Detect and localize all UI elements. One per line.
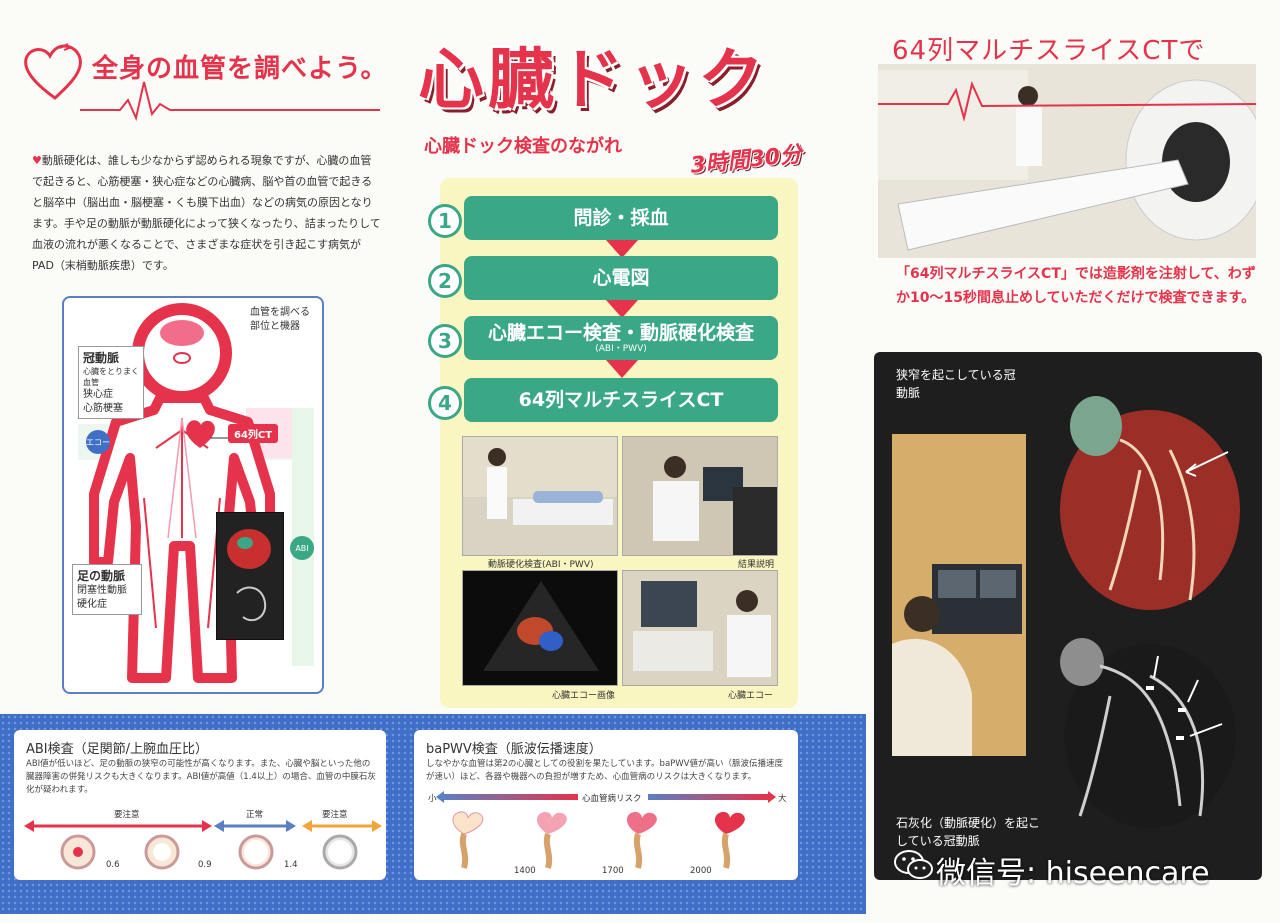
- pwv-title: baPWV検査（脈波伝播速度）: [426, 742, 602, 757]
- step-1-label: 問診・採血: [573, 207, 669, 229]
- main-title: 心臓ドック: [418, 41, 768, 118]
- abi-zone-left: 要注意: [114, 810, 140, 820]
- leg-artery-title: 足の動脈: [77, 569, 126, 583]
- intro-paragraph: ♥動脈硬化は、誰しも少なからず認められる現象ですが、心臓の血管で起きると、心筋梗…: [32, 150, 382, 276]
- ct-workstation-photo: [892, 434, 1026, 756]
- pwv-risk-large: 大: [778, 794, 787, 804]
- echo-tag: エコー: [86, 430, 110, 454]
- flow-subtitle: 心臓ドック検査のながれ: [424, 136, 622, 157]
- ecg-line-icon: [80, 81, 380, 122]
- pwv-card: baPWV検査（脈波伝播速度） しなやかな血管は第2の心臓としての役割を果たして…: [414, 730, 798, 880]
- leg-artery-label: 足の動脈 閉塞性動脈 硬化症: [72, 564, 142, 615]
- photo-result-explain: [622, 436, 778, 556]
- stenosis-label: 狭窄を起こしている冠動脈: [896, 368, 1016, 400]
- left-section-title: 全身の血管を調べよう。: [92, 54, 388, 84]
- step-2-bar: 心電図: [464, 256, 778, 300]
- photo-caption-4: 心臓エコー: [728, 691, 774, 701]
- step-arrow-icon: [606, 240, 638, 258]
- step-4-bar: 64列マルチスライスCT: [464, 378, 778, 422]
- ct-description: 「64列マルチスライスCT」では造影剤を注射して、わずか10〜15秒間息止めして…: [896, 266, 1256, 306]
- panel-header: 血管を調べる部位と機器: [250, 307, 310, 332]
- photo-echo-image: [462, 570, 618, 686]
- heart-ct-thumbnail: [216, 512, 284, 640]
- coronary-diseases: 狭心症 心筋梗塞: [83, 389, 123, 414]
- photo-caption-1: 動脈硬化検査(ABI・PWV): [488, 560, 594, 570]
- calcification-label: 石灰化（動脈硬化）を起こしている冠動脈: [896, 816, 1041, 848]
- body-diagram-panel: 血管を調べる部位と機器 冠動脈 心臓をとりまく血管 狭心症 心筋梗塞 エコー 6…: [62, 296, 324, 694]
- abi-title: ABI検査（足関節/上腕血圧比）: [26, 742, 209, 757]
- pwv-scale-graphic: [436, 791, 776, 869]
- heart-bullet-icon: ♥: [32, 154, 42, 167]
- duration-badge: 3時間30分: [689, 142, 804, 179]
- step-2-label: 心電図: [592, 267, 650, 289]
- pwv-risk-label: 心血管病リスク: [582, 794, 642, 804]
- pwv-tick-3: 2000: [690, 866, 712, 876]
- abi-zone-mid: 正常: [246, 810, 264, 820]
- step-3-sub: (ABI・PWV): [595, 344, 647, 354]
- ct-tag: 64列CT: [228, 424, 279, 443]
- watermark-text: 微信号: hiseencare: [936, 856, 1210, 891]
- step-arrow-icon: [606, 300, 638, 318]
- step-arrow-icon: [606, 360, 638, 378]
- ct-image-panel: 狭窄を起こしている冠動脈 石灰化（動脈硬化）を起こしている冠動脈: [874, 352, 1262, 880]
- coronary-title: 冠動脈: [83, 351, 120, 365]
- step-1-bar: 問診・採血: [464, 196, 778, 240]
- step-3-label: 心臓エコー検査・動脈硬化検査: [487, 322, 754, 344]
- wechat-logo-icon: [894, 850, 933, 879]
- abi-tick-3: 1.4: [284, 860, 298, 870]
- step-3-bar: 心臓エコー検査・動脈硬化検査 (ABI・PWV): [464, 316, 778, 360]
- pwv-text: しなやかな血管は第2の心臓としての役割を果たしています。baPWV値が高い（脈波…: [426, 759, 784, 782]
- step-number-2: 2: [428, 264, 462, 298]
- step-number-4: 4: [428, 386, 462, 420]
- heart-logo-icon: [24, 43, 82, 100]
- step-number-1: 1: [428, 204, 462, 238]
- step-number-3: 3: [428, 324, 462, 358]
- intro-text: 動脈硬化は、誰しも少なからず認められる現象ですが、心臓の血管で起きると、心筋梗塞…: [32, 154, 381, 272]
- pwv-tick-2: 1700: [602, 866, 624, 876]
- abi-zone-right: 要注意: [322, 810, 348, 820]
- ct-scanner-photo: [878, 64, 1256, 258]
- coronary-label: 冠動脈 心臓をとりまく血管 狭心症 心筋梗塞: [78, 346, 144, 419]
- leg-artery-diseases: 閉塞性動脈 硬化症: [77, 585, 127, 610]
- pwv-tick-1: 1400: [514, 866, 536, 876]
- calcified-artery-ct-image: [1060, 638, 1236, 828]
- coronary-sub: 心臓をとりまく血管: [83, 367, 139, 387]
- abi-tick-2: 0.9: [198, 860, 212, 870]
- step-4-label: 64列マルチスライスCT: [518, 389, 724, 411]
- photo-caption-3: 心臓エコー画像: [552, 691, 616, 701]
- right-section-title: 64列マルチスライスCTで: [892, 36, 1206, 66]
- heart-3d-ct-image: [1060, 396, 1240, 610]
- abi-tag: ABI: [290, 536, 314, 560]
- pwv-risk-small: 小: [428, 794, 437, 804]
- abi-scale-graphic: [24, 820, 382, 870]
- abi-text: ABI値が低いほど、足の動脈の狭窄の可能性が高くなります。また、心臓や脳といった…: [26, 759, 376, 795]
- photo-abi-exam: [462, 436, 618, 556]
- abi-card: ABI検査（足関節/上腕血圧比） ABI値が低いほど、足の動脈の狭窄の可能性が高…: [14, 730, 386, 880]
- abi-tick-1: 0.6: [106, 860, 120, 870]
- photo-caption-2: 結果説明: [738, 560, 775, 570]
- photo-echo-exam: [622, 570, 778, 686]
